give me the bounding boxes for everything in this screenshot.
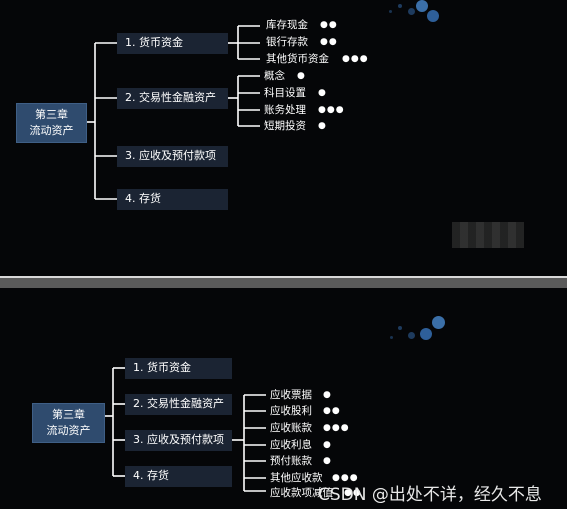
topic-cash[interactable]: 1. 货币资金 (125, 358, 232, 379)
importance-dots: ● (297, 71, 306, 81)
topic-receivables[interactable]: 3. 应收及预付款项 (117, 146, 228, 167)
decor-circle (398, 4, 402, 8)
subtopic-label: 应收票据 (270, 389, 312, 401)
importance-dots: ● (323, 390, 332, 400)
importance-dots: ● (318, 121, 327, 131)
importance-dots: ●●● (342, 54, 369, 64)
root-title-line2: 流动资产 (46, 424, 91, 437)
decor-circle (389, 10, 392, 13)
subtopic-label: 其他货币资金 (266, 53, 329, 65)
topic-inventory[interactable]: 4. 存货 (125, 466, 232, 487)
decor-circle (408, 8, 415, 15)
panel-separator (0, 276, 567, 288)
csdn-watermark: CSDN @出处不详，经久不息 (318, 485, 542, 505)
importance-dots: ●● (323, 406, 341, 416)
topic-receivables[interactable]: 3. 应收及预付款项 (125, 430, 232, 451)
root-title-line1: 第三章 (52, 408, 85, 421)
importance-dots: ● (323, 456, 332, 466)
decor-circle (432, 316, 445, 329)
mindmap-bottom-panel: 第三章 流动资产 1. 货币资金 2. 交易性金融资产 3. 应收及预付款项 4… (0, 288, 567, 509)
subtopic-label: 概念 (264, 70, 285, 82)
topic-inventory[interactable]: 4. 存货 (117, 189, 228, 210)
decor-circle (420, 328, 432, 340)
root-title-line2: 流动资产 (29, 124, 74, 137)
subtopic-label: 短期投资 (264, 120, 306, 132)
importance-dots: ●● (320, 37, 338, 47)
subtopic-label: 科目设置 (264, 87, 306, 99)
root-node-chapter[interactable]: 第三章 流动资产 (16, 103, 87, 143)
subtopic-label: 应收利息 (270, 439, 312, 451)
importance-dots: ●●● (318, 105, 345, 115)
importance-dots: ● (318, 88, 327, 98)
connector-lines (85, 25, 260, 200)
subtopic-label: 库存现金 (266, 19, 308, 31)
importance-dots: ●●● (323, 423, 350, 433)
importance-dots: ●● (344, 488, 362, 498)
decor-circle (398, 326, 402, 330)
topic-trading-assets[interactable]: 2. 交易性金融资产 (125, 394, 232, 415)
topic-trading-assets[interactable]: 2. 交易性金融资产 (117, 88, 228, 109)
subtopic-label: 应收股利 (270, 405, 312, 417)
decor-circle (427, 10, 439, 22)
decor-circle (416, 0, 428, 12)
mindmap-top-panel: 第三章 流动资产 1. 货币资金 2. 交易性金融资产 3. 应收及预付款项 4… (16, 0, 524, 248)
root-title-line1: 第三章 (35, 108, 68, 121)
subtopic-label: 预付账款 (270, 455, 312, 467)
decor-circle (408, 332, 415, 339)
decor-circle (390, 336, 393, 339)
topic-cash[interactable]: 1. 货币资金 (117, 33, 228, 54)
subtopic-label: 应收账款 (270, 422, 312, 434)
importance-dots: ● (323, 440, 332, 450)
importance-dots: ●●● (332, 473, 359, 483)
connector-lines (103, 367, 266, 492)
subtopic-label: 应收款项减值 (270, 487, 333, 499)
subtopic-label: 账务处理 (264, 104, 306, 116)
root-node-chapter[interactable]: 第三章 流动资产 (32, 403, 105, 443)
blurred-region (452, 222, 524, 248)
subtopic-label: 其他应收款 (270, 472, 323, 484)
subtopic-label: 银行存款 (266, 36, 308, 48)
importance-dots: ●● (320, 20, 338, 30)
